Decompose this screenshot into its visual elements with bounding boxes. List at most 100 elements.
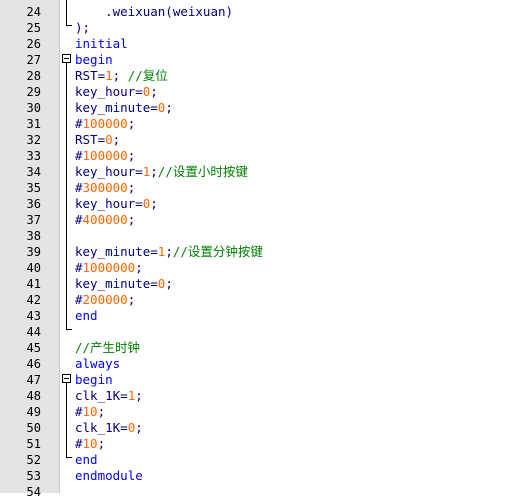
fold-end-marker [66, 457, 72, 458]
line-number: 35 [26, 181, 41, 195]
code-line[interactable]: 51#10; [0, 436, 516, 452]
code-line[interactable]: 40 #1000000; [0, 260, 516, 276]
code-text: begin [75, 372, 113, 388]
code-token: key_hour= [75, 164, 143, 179]
code-text: key_hour=0; [75, 84, 158, 100]
number-token: 300000 [82, 180, 128, 195]
code-line[interactable]: 34 key_hour=1;//设置小时按键 [0, 164, 516, 180]
code-line[interactable]: 54 [0, 484, 516, 500]
code-text: #1000000; [75, 260, 143, 276]
number-token: 1 [157, 244, 166, 259]
line-number: 43 [26, 309, 41, 323]
keyword-token: begin [75, 372, 113, 387]
code-text: #100000; [75, 148, 135, 164]
code-token: ; [150, 196, 158, 211]
code-token: ; [165, 244, 173, 259]
line-number: 29 [26, 85, 41, 99]
code-line[interactable]: 29 key_hour=0; [0, 84, 516, 100]
fold-guide-line [66, 63, 67, 329]
code-line[interactable]: 27 begin [0, 52, 516, 68]
line-number: 49 [26, 405, 41, 419]
fold-toggle-icon[interactable] [62, 374, 71, 383]
code-line[interactable]: 38 [0, 228, 516, 244]
line-number: 34 [26, 165, 41, 179]
code-token: ; [97, 404, 106, 419]
line-number: 32 [26, 133, 41, 147]
code-text: begin [75, 52, 113, 68]
number-token: 0 [157, 276, 166, 291]
code-text: RST=0; [75, 132, 120, 148]
line-number: 25 [26, 21, 41, 35]
line-number: 44 [26, 325, 41, 339]
code-text: #200000; [75, 292, 135, 308]
code-text: key_hour=1;//设置小时按键 [75, 164, 248, 180]
line-number: 40 [26, 261, 41, 275]
code-token: key_hour= [75, 196, 143, 211]
code-token: ; [165, 100, 173, 115]
code-line[interactable]: 49 #10; [0, 404, 516, 420]
code-line[interactable]: 32 RST=0; [0, 132, 516, 148]
code-line[interactable]: 42#200000; [0, 292, 516, 308]
code-token: key_minute= [75, 100, 158, 115]
line-number: 38 [26, 229, 41, 243]
code-text: key_minute=1;//设置分钟按键 [75, 244, 263, 260]
code-area[interactable] [60, 0, 516, 493]
number-token: 0 [157, 100, 166, 115]
code-line[interactable]: 31#100000; [0, 116, 516, 132]
code-line[interactable]: 37 #400000; [0, 212, 516, 228]
line-number: 37 [26, 213, 41, 227]
fold-toggle-icon[interactable] [62, 54, 71, 63]
code-token: # [75, 260, 83, 275]
code-line[interactable]: 24 .weixuan(weixuan) [0, 4, 516, 20]
comment-token: //设置小时按键 [157, 164, 248, 179]
code-line[interactable]: 47 begin [0, 372, 516, 388]
code-token: ); [75, 20, 91, 35]
code-text: key_minute=0; [75, 100, 173, 116]
line-number: 24 [26, 5, 41, 19]
code-line[interactable]: 25); [0, 20, 516, 36]
line-number: 47 [26, 373, 41, 387]
keyword-token: end [75, 452, 98, 467]
line-number: 27 [26, 53, 41, 67]
code-text: key_hour=0; [75, 196, 158, 212]
comment-token: //设置分钟按键 [172, 244, 263, 259]
line-number-gutter [0, 0, 60, 493]
code-text: RST=1; //复位 [75, 68, 168, 84]
code-text: #10; [75, 404, 105, 420]
code-token: ; [165, 276, 173, 291]
number-token: 1 [127, 388, 136, 403]
keyword-token: initial [75, 36, 128, 51]
line-number: 50 [26, 421, 41, 435]
code-token: # [75, 292, 83, 307]
code-text: #400000; [75, 212, 135, 228]
comment-token: //复位 [127, 68, 168, 83]
number-token: 0 [142, 84, 151, 99]
code-token: key_hour= [75, 84, 143, 99]
code-token: ; [135, 420, 143, 435]
number-token: 1 [105, 68, 113, 83]
code-text: .weixuan(weixuan) [75, 4, 233, 20]
code-line[interactable]: 35#300000; [0, 180, 516, 196]
code-line[interactable]: 45//产生时钟 [0, 340, 516, 356]
code-token: ; [127, 180, 136, 195]
line-number: 31 [26, 117, 41, 131]
code-text: endmodule [75, 468, 143, 484]
code-token: clk_1K= [75, 420, 128, 435]
code-text: initial [75, 36, 128, 52]
code-line[interactable]: 44 [0, 324, 516, 340]
code-line[interactable]: 33#100000; [0, 148, 516, 164]
code-token: key_minute= [75, 244, 158, 259]
